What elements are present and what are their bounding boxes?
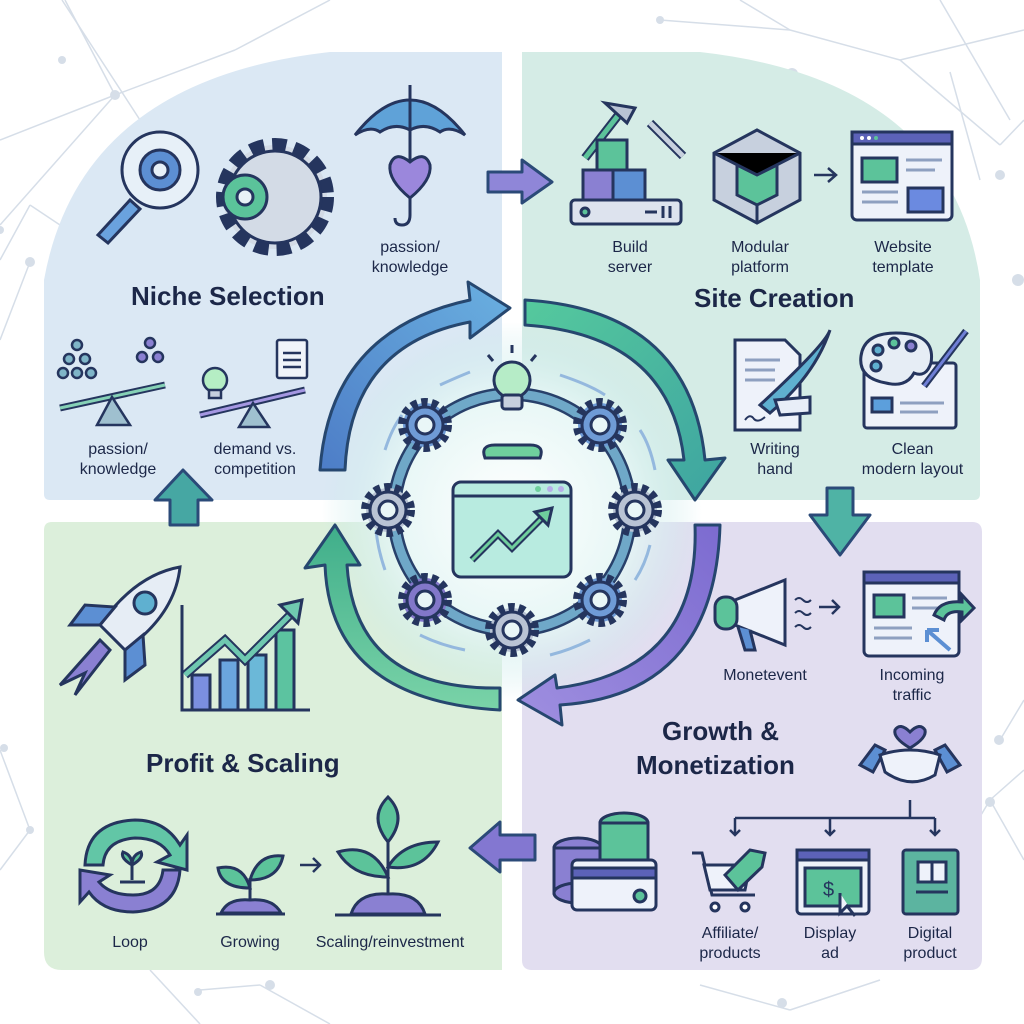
cycle-arrow-purple	[516, 523, 722, 727]
niche-item-label: passion/knowledge	[371, 239, 449, 276]
palette-icon	[859, 328, 969, 430]
arrow-left-icon	[468, 820, 537, 874]
growth-item-label: Monetevent	[723, 667, 807, 684]
branch-connector	[729, 800, 941, 837]
gear-icon	[398, 573, 452, 627]
gear-icon	[361, 483, 415, 537]
arrow-right-small-icon	[814, 167, 838, 183]
puzzle-cube-icon	[712, 128, 802, 225]
profit-item-label: Growing	[220, 934, 280, 951]
arrow-right-small-icon	[300, 857, 322, 873]
magnifier-gears-icon	[95, 130, 334, 256]
growth-item-label: Affiliate/products	[699, 925, 761, 962]
niche-item-label: passion/knowledge	[79, 441, 157, 478]
cart-tag-icon	[692, 848, 767, 913]
gear-icon	[608, 483, 662, 537]
idea-seesaw-icon	[199, 338, 309, 429]
niche-item-label: demand vs.competition	[213, 441, 297, 478]
handshake-heart-icon	[857, 725, 963, 784]
growth-chart-icon	[180, 598, 310, 712]
profit-scaling-title: Profit & Scaling	[146, 748, 340, 778]
arrow-right-icon	[486, 158, 554, 205]
gear-icon	[573, 573, 627, 627]
growth-title-line2: Monetization	[636, 750, 795, 780]
ebook-icon	[901, 848, 960, 916]
arrow-right-small-icon	[819, 599, 841, 615]
gear-icon	[485, 603, 539, 657]
plant-icon	[335, 794, 441, 917]
money-bag-browser-icon	[451, 443, 573, 579]
traffic-browser-icon	[862, 570, 977, 658]
rocket-icon	[58, 565, 182, 696]
cycle-arrow-green-left	[303, 523, 502, 712]
profit-item-label: Loop	[112, 934, 148, 951]
niche-selection-title: Niche Selection	[131, 281, 325, 311]
sprout-icon	[216, 854, 285, 916]
site-creation-title: Site Creation	[694, 283, 855, 313]
svg-text:$: $	[823, 879, 834, 901]
arrow-down-icon	[808, 486, 872, 557]
arrow-up-icon	[153, 468, 214, 527]
coins-card-icon	[552, 811, 658, 912]
gear-icon	[573, 398, 627, 452]
audience-seesaw-icon	[56, 336, 166, 427]
loop-sprout-icon	[78, 818, 189, 914]
megaphone-icon	[713, 577, 812, 652]
build-server-icon	[569, 100, 687, 226]
display-ad-icon: $	[795, 848, 871, 917]
website-template-icon	[850, 130, 954, 222]
cycle-arrow-green	[523, 298, 727, 502]
profit-item-label: Scaling/reinvestment	[315, 934, 465, 951]
growth-title-line1: Growth &	[662, 716, 779, 746]
writing-hand-icon	[733, 329, 832, 432]
gear-icon	[398, 398, 452, 452]
lightbulb-icon	[486, 345, 538, 411]
cycle-arrow-blue	[318, 280, 512, 472]
umbrella-heart-icon	[353, 85, 467, 227]
